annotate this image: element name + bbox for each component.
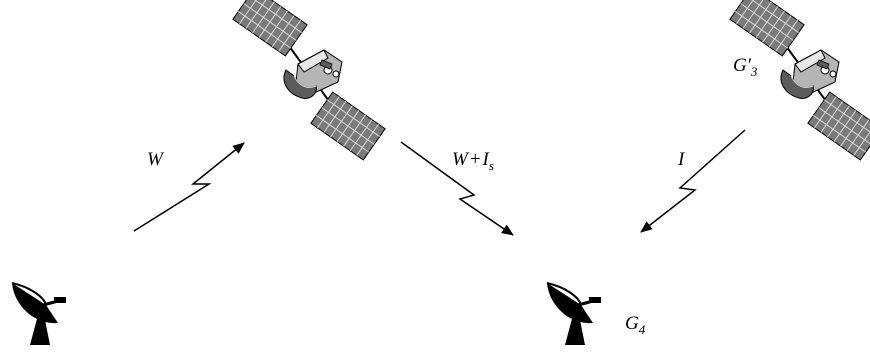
label-g3-sub: 3 <box>751 64 758 79</box>
label-i-text: I <box>678 149 684 170</box>
label-g3-prime: G′3 <box>733 56 757 78</box>
label-w-text: W <box>147 149 163 170</box>
label-w-plus-is-main: W <box>452 149 468 170</box>
satellite-icon <box>233 0 385 160</box>
dish-antenna-icon <box>547 283 601 345</box>
label-w-plus-is: W+Is <box>452 150 494 172</box>
label-g4-main: G <box>625 313 639 334</box>
label-plus-operator: + <box>470 149 481 170</box>
dish-antenna-icon <box>12 283 66 345</box>
label-g3-main: G <box>733 55 747 76</box>
label-w: W <box>147 150 163 169</box>
label-i: I <box>678 150 684 169</box>
label-g4-sub: 4 <box>639 322 646 337</box>
lightning-arrow-icon <box>641 130 745 232</box>
label-is-sub: s <box>489 158 494 173</box>
satellite-icon <box>730 0 870 160</box>
label-g4: G4 <box>625 314 645 336</box>
